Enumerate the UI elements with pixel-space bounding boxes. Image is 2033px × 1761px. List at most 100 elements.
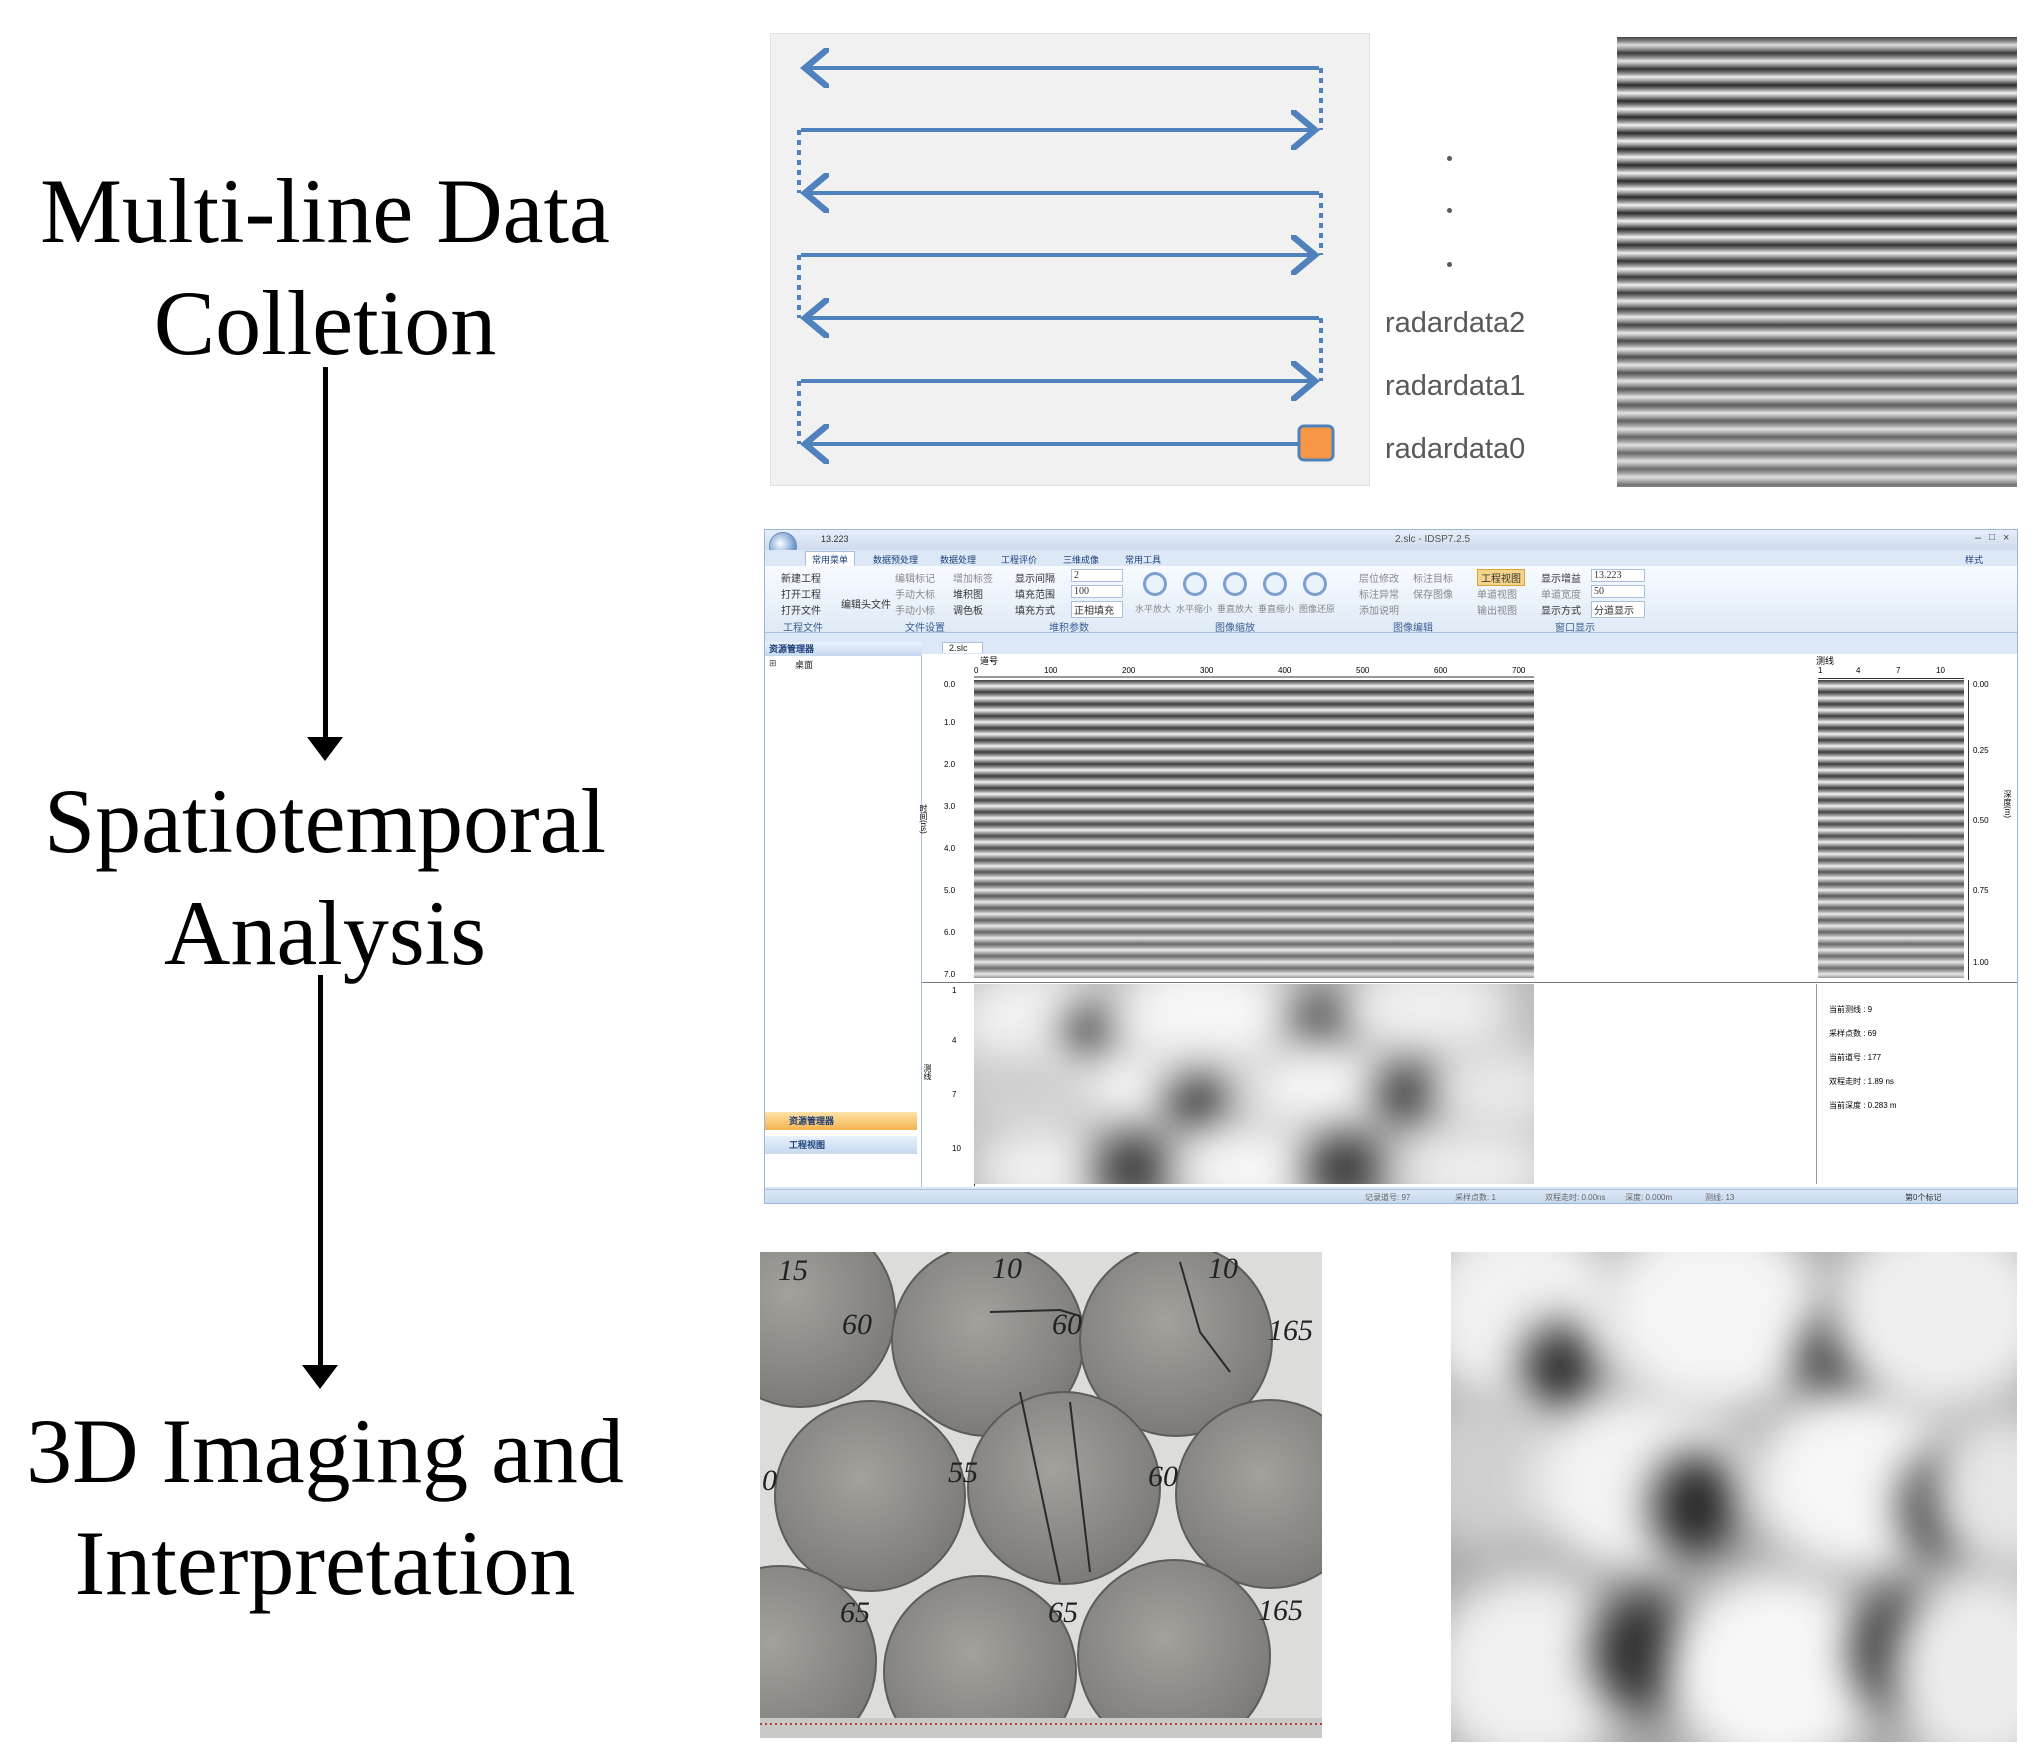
group-label-file-settings: 文件设置 bbox=[905, 623, 945, 634]
menu-tab-evaluate[interactable]: 工程评价 bbox=[1001, 555, 1038, 565]
photo-label-60c: 60 bbox=[1148, 1460, 1178, 1493]
width-input[interactable]: 50 bbox=[1591, 585, 1645, 598]
menu-tab-process[interactable]: 数据处理 bbox=[940, 555, 977, 565]
save-image-button[interactable]: 保存图像 bbox=[1413, 590, 1453, 601]
step-2-line-1: Spatiotemporal bbox=[43, 770, 607, 872]
edit-layer-button[interactable]: 层位修改 bbox=[1359, 574, 1399, 585]
x-tick: 100 bbox=[1044, 666, 1058, 675]
flow-arrow-2-head bbox=[302, 1365, 338, 1389]
imaging-slice-image bbox=[1451, 1252, 2017, 1742]
x-tick: 0 bbox=[974, 666, 979, 675]
close-button[interactable]: × bbox=[2003, 532, 2010, 544]
zoom-v-out-icon[interactable] bbox=[1263, 572, 1287, 596]
fill-range-input[interactable]: 100 bbox=[1071, 585, 1123, 598]
display-spacing-label: 显示间隔 bbox=[1015, 574, 1055, 585]
add-note-button[interactable]: 添加说明 bbox=[1359, 606, 1399, 617]
single-width-label: 单道宽度 bbox=[1541, 590, 1581, 601]
photo-label-60a: 60 bbox=[842, 1308, 872, 1341]
step-3-line-1: 3D Imaging and bbox=[26, 1400, 624, 1502]
radardata-label-2: radardata2 bbox=[1385, 307, 1526, 339]
display-mode-select[interactable]: 分道显示 bbox=[1591, 601, 1645, 618]
x-tick: 600 bbox=[1434, 666, 1448, 675]
menu-tab-home[interactable]: 常用菜单 bbox=[805, 551, 856, 567]
ellipsis-dot-2 bbox=[1447, 208, 1452, 213]
zoom-label-h-out[interactable]: 水平缩小 bbox=[1176, 604, 1213, 614]
group-label-window: 窗口显示 bbox=[1555, 623, 1595, 634]
x-tick: 300 bbox=[1200, 666, 1214, 675]
menu-tab-3d[interactable]: 三维成像 bbox=[1063, 555, 1100, 565]
start-marker bbox=[1297, 424, 1335, 462]
wiggle-button[interactable]: 堆积图 bbox=[953, 590, 983, 601]
tree-expand-icon[interactable]: ⊞ bbox=[769, 658, 777, 668]
open-file-button[interactable]: 打开文件 bbox=[781, 606, 821, 617]
horizontal-divider bbox=[922, 982, 2017, 983]
mark-target-button[interactable]: 标注目标 bbox=[1413, 574, 1453, 585]
zoom-label-v-out[interactable]: 垂直缩小 bbox=[1258, 604, 1295, 614]
trace-y-title: 深度(m) bbox=[2003, 790, 2012, 818]
slice-y-tick: 1 bbox=[952, 986, 957, 995]
x-tick: 200 bbox=[1122, 666, 1136, 675]
photo-label-165a: 165 bbox=[1268, 1314, 1313, 1347]
add-mark-button[interactable]: 增加标签 bbox=[953, 574, 993, 585]
display-mode-label: 显示方式 bbox=[1541, 606, 1581, 617]
trace-y-tick: 0.00 bbox=[1973, 680, 1989, 689]
gain-input[interactable]: 13.223 bbox=[1591, 569, 1645, 582]
slice-y-title: 测线 bbox=[923, 1064, 932, 1080]
ellipsis-dot-1 bbox=[1447, 156, 1452, 161]
display-spacing-input[interactable]: 2 bbox=[1071, 569, 1123, 582]
radargram-y-ticks: 0.0 1.0 2.0 3.0 4.0 5.0 6.0 7.0 bbox=[944, 680, 974, 980]
menu-tab-preprocess[interactable]: 数据预处理 bbox=[873, 555, 919, 565]
status-depth: 深度: 0.000m bbox=[1625, 1193, 1673, 1202]
radargram-x-ticks: 0 100 200 300 400 500 600 700 bbox=[974, 666, 1534, 678]
mark-anomaly-button[interactable]: 标注异常 bbox=[1359, 590, 1399, 601]
zoom-v-in-icon[interactable] bbox=[1223, 572, 1247, 596]
sidebar-bottom-explorer[interactable]: 资源管理器 bbox=[765, 1112, 917, 1130]
depth-slice-image bbox=[974, 984, 1534, 1184]
zoom-label-reset[interactable]: 图像还原 bbox=[1299, 604, 1336, 614]
fill-mode-select[interactable]: 正相填充 bbox=[1071, 601, 1123, 618]
explorer-sidebar: 资源管理器 ⊞ 桌面 资源管理器 工程视图 bbox=[765, 642, 925, 1187]
trace-y-tick: 1.00 bbox=[1973, 958, 1989, 967]
zoom-label-v-in[interactable]: 垂直放大 bbox=[1217, 604, 1254, 614]
edit-marker-button[interactable]: 编辑标记 bbox=[895, 574, 935, 585]
document-tab[interactable]: 2.slc bbox=[942, 642, 983, 653]
trace-x-title: 测线 bbox=[1816, 656, 1835, 666]
photo-label-0: 0 bbox=[762, 1464, 777, 1497]
status-bar: 记录道号: 97 采样点数: 1 双程走时: 0.00ns 深度: 0.000m… bbox=[765, 1189, 2017, 1203]
color-map-button[interactable]: 调色板 bbox=[953, 606, 983, 617]
step-2-title: Spatiotemporal Analysis bbox=[0, 765, 650, 989]
single-view-button[interactable]: 单道视图 bbox=[1477, 590, 1517, 601]
style-menu[interactable]: 样式 bbox=[1965, 555, 1984, 565]
x-tick: 500 bbox=[1356, 666, 1370, 675]
trace-y-ticks: 0.00 0.25 0.50 0.75 1.00 bbox=[1968, 680, 2009, 980]
new-project-button[interactable]: 新建工程 bbox=[781, 574, 821, 585]
info-line-samples: 采样点数 : 69 bbox=[1829, 1029, 1877, 1038]
zoom-h-in-icon[interactable] bbox=[1143, 572, 1167, 596]
manual-shrink-button[interactable]: 手动小标 bbox=[895, 606, 935, 617]
output-view-button[interactable]: 输出视图 bbox=[1477, 606, 1517, 617]
zoom-reset-icon[interactable] bbox=[1303, 572, 1327, 596]
radargram-image bbox=[974, 680, 1534, 978]
edit-header-button[interactable]: 编辑头文件 bbox=[841, 600, 891, 611]
y-tick: 1.0 bbox=[944, 718, 956, 727]
project-view-button[interactable]: 工程视图 bbox=[1477, 569, 1525, 586]
tree-item-desktop[interactable]: 桌面 bbox=[795, 660, 814, 670]
maximize-button[interactable]: □ bbox=[1989, 532, 1996, 543]
y-tick: 3.0 bbox=[944, 802, 956, 811]
sidebar-bottom-project-view[interactable]: 工程视图 bbox=[765, 1136, 917, 1154]
manual-enlarge-button[interactable]: 手动大标 bbox=[895, 590, 935, 601]
radargram-y-title: 时间(ns) bbox=[919, 804, 928, 834]
menu-tab-tools[interactable]: 常用工具 bbox=[1125, 555, 1162, 565]
y-tick: 0.0 bbox=[944, 680, 956, 689]
zoom-label-h-in[interactable]: 水平放大 bbox=[1135, 604, 1172, 614]
x-tick: 700 bbox=[1512, 666, 1526, 675]
open-project-button[interactable]: 打开工程 bbox=[781, 590, 821, 601]
photo-label-55: 55 bbox=[948, 1456, 978, 1489]
zoom-h-out-icon[interactable] bbox=[1183, 572, 1207, 596]
minimize-button[interactable]: – bbox=[1975, 532, 1982, 544]
radardata-label-1: radardata1 bbox=[1385, 370, 1526, 402]
flow-arrow-1-head bbox=[307, 737, 343, 761]
radargram-preview-image bbox=[1617, 37, 2017, 487]
trace-x-ticks: 1 4 7 10 bbox=[1818, 666, 1964, 679]
x-tick: 400 bbox=[1278, 666, 1292, 675]
